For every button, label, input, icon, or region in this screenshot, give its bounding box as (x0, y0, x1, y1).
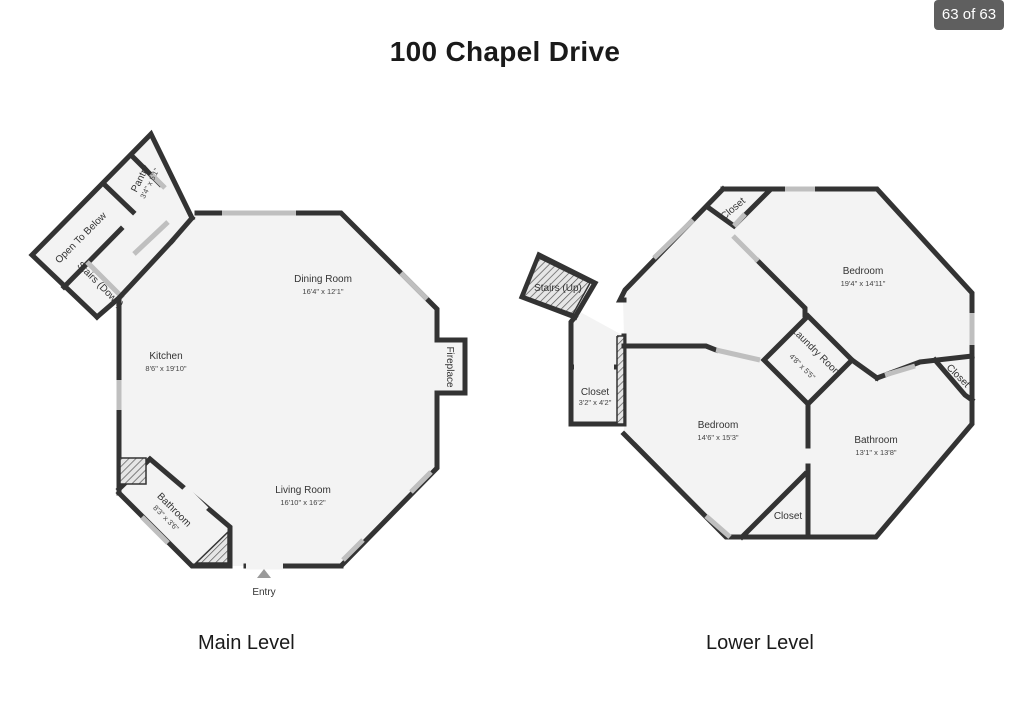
main-upper-wing (28, 129, 196, 321)
main-level-plan: Dining Room 16'4" x 12'1" Kitchen 8'6" x… (28, 129, 468, 598)
entry-arrow-icon (257, 569, 271, 578)
lower-closet-left-label: Closet (581, 387, 610, 398)
lower-bedroom-1-dims: 19'4" x 14'11" (841, 279, 886, 288)
lower-bedroom-2-dims: 14'6" x 15'3" (697, 433, 738, 442)
main-kitchen-label: Kitchen (149, 351, 182, 362)
lower-closet-bottom-label: Closet (774, 511, 803, 522)
main-dining-room-label: Dining Room (294, 274, 352, 285)
main-entry-label: Entry (252, 587, 275, 598)
lower-stairs-up-label: Stairs (Up) (534, 283, 582, 294)
main-dining-room-dims: 16'4" x 12'1" (302, 287, 343, 296)
image-counter: 63 of 63 (934, 0, 1004, 30)
main-kitchen-dims: 8'6" x 19'10" (145, 364, 186, 373)
lower-bedroom-2-label: Bedroom (698, 420, 739, 431)
page-title: 100 Chapel Drive (389, 36, 621, 67)
lower-closet-left-dims: 3'2" x 4'2" (579, 398, 612, 407)
main-living-room-dims: 16'10" x 16'2" (280, 498, 326, 507)
lower-bathroom-label: Bathroom (854, 435, 897, 446)
lower-level-plan: Bedroom 19'4" x 14'11" Closet Stairs (Up… (518, 185, 976, 541)
lower-bedroom-1-label: Bedroom (843, 266, 884, 277)
main-living-room-label: Living Room (275, 485, 331, 496)
lower-bathroom-dims: 13'1" x 13'8" (855, 448, 896, 457)
lower-level-caption: Lower Level (706, 632, 814, 654)
main-fireplace-label: Fireplace (444, 346, 455, 388)
main-level-caption: Main Level (198, 632, 295, 654)
